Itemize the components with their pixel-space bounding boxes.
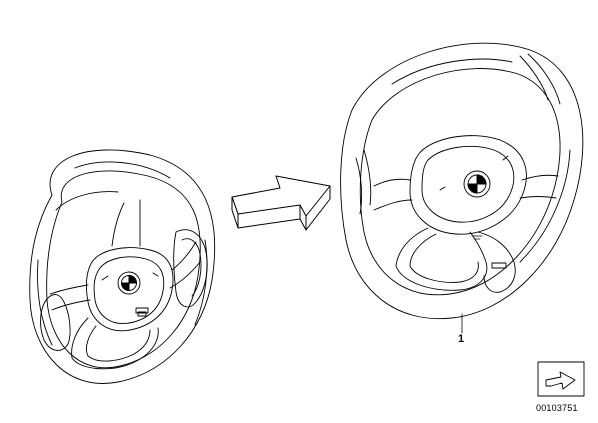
old-steering-wheel-icon [29,149,216,384]
diagram-id-label: 00103751 [536,403,578,413]
sport-steering-wheel-icon [340,42,584,320]
corner-arrow-symbol-icon [537,361,585,397]
bmw-roundel-icon [117,271,141,295]
replacement-arrow-icon [231,175,331,231]
callout-label-1: 1 [458,333,465,345]
bmw-roundel-icon [463,170,491,198]
